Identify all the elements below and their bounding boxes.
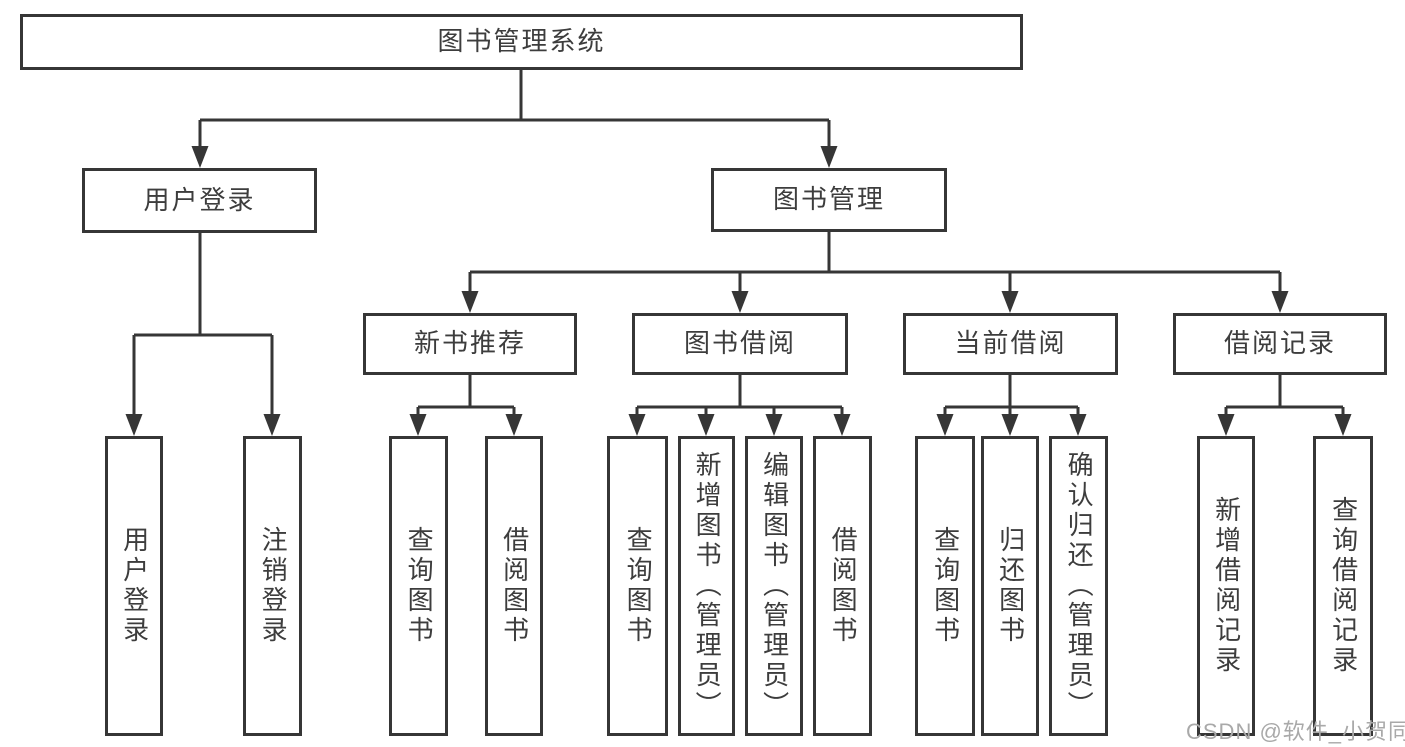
leaf-query-books-recommend: 查询图书 (389, 436, 448, 736)
leaf-query-borrow-record: 查询借阅记录 (1313, 436, 1373, 736)
leaf-query-books-borrow: 查询图书 (607, 436, 668, 736)
leaf-query-books-current: 查询图书 (915, 436, 975, 736)
leaf-logout: 注销登录 (243, 436, 302, 736)
leaf-add-borrow-record: 新增借阅记录 (1197, 436, 1255, 736)
leaf-borrow-books: 借阅图书 (813, 436, 872, 736)
leaf-user-login: 用户登录 (105, 436, 163, 736)
arrowheads (125, 146, 1352, 436)
csdn-watermark: CSDN @软件_小贺同学 (1186, 719, 1405, 744)
leaf-edit-book-admin: 编辑图书（管理员） (745, 436, 803, 736)
node-current-borrow: 当前借阅 (903, 313, 1118, 375)
leaf-confirm-return-admin: 确认归还（管理员） (1049, 436, 1108, 736)
node-new-book-recommend: 新书推荐 (363, 313, 577, 375)
connector-segments (134, 70, 1343, 409)
node-book-borrow: 图书借阅 (632, 313, 848, 375)
node-borrow-records: 借阅记录 (1173, 313, 1387, 375)
arrow-shafts (132, 120, 1345, 418)
leaf-borrow-books-recommend: 借阅图书 (485, 436, 543, 736)
node-library-management-system: 图书管理系统 (20, 14, 1023, 70)
node-user-login: 用户登录 (82, 168, 317, 233)
node-book-management: 图书管理 (711, 168, 947, 232)
leaf-return-books: 归还图书 (981, 436, 1039, 736)
leaf-add-book-admin: 新增图书（管理员） (678, 436, 735, 736)
